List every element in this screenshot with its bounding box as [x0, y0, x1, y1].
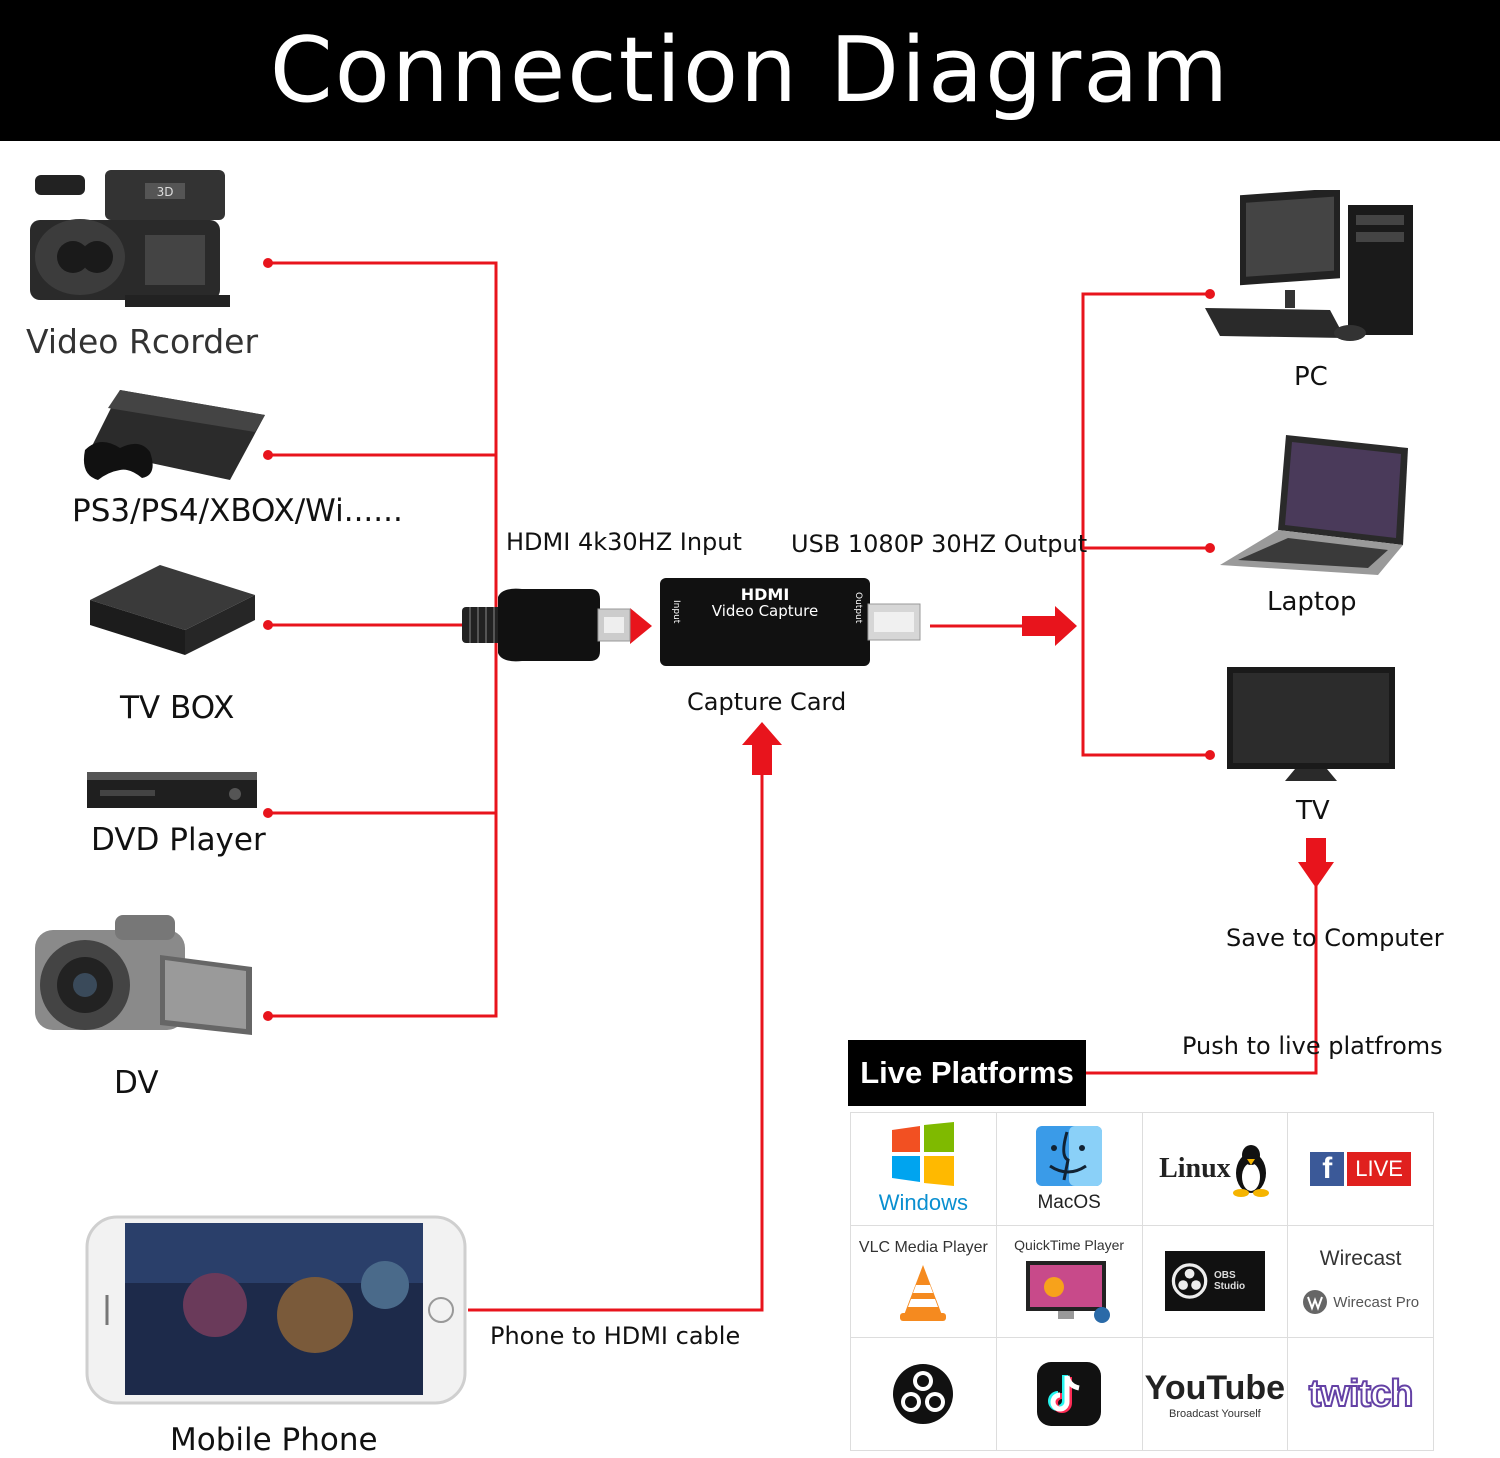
vlc-icon: [900, 1265, 947, 1322]
platform-vlc: VLC Media Player: [851, 1225, 997, 1339]
capture-device-text: Video Capture: [712, 602, 818, 620]
mobile-label: Mobile Phone: [170, 1422, 378, 1458]
dot-video-recorder: [263, 258, 273, 268]
dvd-player-icon: [87, 772, 257, 808]
diagram-title: Connection Diagram: [269, 17, 1231, 123]
platform-linux: Linux: [1142, 1113, 1289, 1226]
wire-phone: [468, 770, 764, 1312]
capture-port-in: Input: [671, 600, 681, 624]
dot-laptop: [1205, 543, 1215, 553]
mobile-phone-icon: [85, 1215, 467, 1405]
dot-tv: [1205, 750, 1215, 760]
input-label: HDMI 4k30HZ Input: [506, 528, 742, 556]
macos-text: MacOS: [1037, 1191, 1101, 1213]
macos-logo-icon: [1036, 1125, 1103, 1186]
dot-console: [263, 450, 273, 460]
output-label-laptop: Laptop: [1267, 587, 1357, 617]
platform-quicktime: QuickTime Player: [996, 1225, 1143, 1339]
facebook-live-icon: f LIVE: [1310, 1151, 1411, 1186]
camcorder-icon: [35, 915, 252, 1035]
svg-text:3D: 3D: [157, 185, 174, 199]
output-label: USB 1080P 30HZ Output: [791, 530, 1088, 558]
linux-text: Linux: [1159, 1152, 1231, 1184]
capture-card-icon: HDMI Video Capture Input Output: [660, 578, 921, 666]
source-label-video-recorder: Video Rcorder: [26, 322, 259, 361]
youtube-text: YouTube: [1144, 1368, 1286, 1407]
push-live-label: Push to live platfroms: [1182, 1032, 1443, 1060]
obs-ring-icon: [1171, 1263, 1208, 1300]
vlc-text: VLC Media Player: [858, 1239, 988, 1257]
output-label-pc: PC: [1294, 362, 1328, 392]
title-banner: Connection Diagram: [0, 0, 1500, 141]
arrow-output: [1022, 606, 1077, 646]
hdmi-plug-icon: [462, 588, 631, 662]
laptop-icon: [1220, 435, 1408, 575]
wirecast-text: Wirecast: [1319, 1247, 1402, 1271]
tv-box-icon: [90, 565, 255, 655]
platform-youtube: YouTube Broadcast Yourself: [1142, 1338, 1289, 1451]
twitch-icon: twitch: [1308, 1372, 1415, 1416]
output-label-tv: TV: [1296, 796, 1330, 826]
windows-text: Windows: [878, 1189, 968, 1215]
wire-platforms: [1086, 885, 1318, 1075]
video-recorder-icon: 3D: [30, 170, 230, 307]
quicktime-icon: [1026, 1261, 1111, 1324]
phone-cable-label: Phone to HDMI cable: [490, 1322, 741, 1350]
wire-output-bus: [1081, 292, 1210, 757]
platform-facebook-live: f LIVE: [1288, 1113, 1434, 1226]
youtube-icon: YouTube: [1145, 1369, 1285, 1408]
platform-wirecast: Wirecast Wirecast Pro: [1288, 1225, 1434, 1339]
game-console-icon: [83, 390, 265, 480]
youtube-subtext: Broadcast Yourself: [1169, 1407, 1261, 1420]
dot-pc: [1205, 289, 1215, 299]
platform-macos: MacOS: [996, 1113, 1143, 1226]
obs-logo-icon: [893, 1364, 954, 1425]
arrow-tv-down: [1298, 838, 1334, 888]
source-label-dv: DV: [114, 1065, 159, 1101]
arrow-input: [630, 608, 652, 644]
source-label-dvd: DVD Player: [91, 822, 266, 858]
platform-tiktok: [996, 1338, 1143, 1451]
obs-studio-text: OBS Studio: [1214, 1270, 1246, 1293]
source-label-console: PS3/PS4/XBOX/Wi......: [72, 493, 403, 529]
windows-logo-icon: [892, 1121, 955, 1186]
platform-obs-studio: OBS Studio: [1142, 1225, 1289, 1339]
dot-dvd: [263, 808, 273, 818]
live-badge: LIVE: [1347, 1151, 1411, 1186]
wirecast-pro-text: Wirecast Pro: [1333, 1293, 1420, 1311]
platform-windows: Windows: [851, 1113, 997, 1226]
quicktime-text: QuickTime Player: [1014, 1237, 1125, 1254]
linux-logo-icon: [1232, 1144, 1269, 1197]
platform-grid: Windows MacOS Linux f LIVE: [850, 1112, 1434, 1451]
platform-twitch: twitch: [1288, 1338, 1434, 1451]
capture-card-caption: Capture Card: [687, 688, 847, 716]
obs-studio-icon: OBS Studio: [1164, 1251, 1265, 1312]
save-to-computer-label: Save to Computer: [1226, 924, 1444, 952]
platform-obs: [851, 1338, 997, 1451]
tv-icon: [1227, 667, 1395, 781]
arrow-phone-up: [742, 722, 782, 775]
pc-icon: [1205, 190, 1413, 341]
dot-dv: [263, 1011, 273, 1021]
wirecast-icon: [1303, 1290, 1328, 1315]
source-label-tvbox: TV BOX: [120, 690, 235, 726]
tiktok-icon: [1037, 1362, 1102, 1427]
capture-port-out: Output: [853, 592, 863, 624]
facebook-f-icon: f: [1310, 1151, 1345, 1186]
live-platforms-title: Live Platforms: [848, 1040, 1086, 1106]
dot-tvbox: [263, 620, 273, 630]
capture-brand: HDMI: [741, 585, 790, 604]
